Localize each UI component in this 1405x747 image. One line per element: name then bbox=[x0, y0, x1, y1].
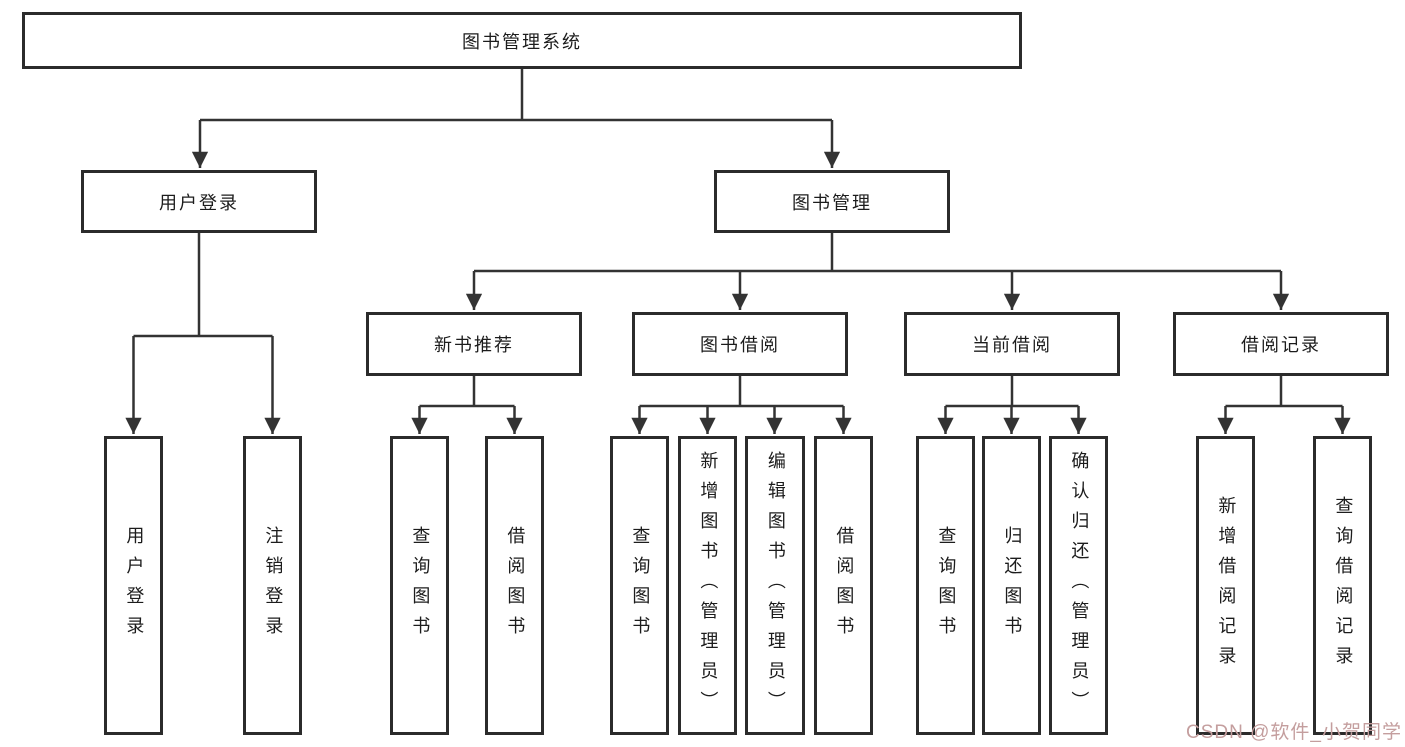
node-label: 新增图书（管理员） bbox=[698, 450, 719, 721]
leaf-borrow-book-recommend: 借阅图书 bbox=[485, 436, 544, 735]
watermark: CSDN @软件_小贺同学 bbox=[1186, 722, 1402, 743]
leaf-query-borrow-record: 查询借阅记录 bbox=[1313, 436, 1372, 735]
node-new-book-recommend: 新书推荐 bbox=[366, 312, 582, 376]
node-root: 图书管理系统 bbox=[22, 12, 1022, 69]
node-label: 借阅图书 bbox=[834, 525, 855, 646]
node-book-borrow: 图书借阅 bbox=[632, 312, 848, 376]
node-label: 注销登录 bbox=[263, 525, 284, 646]
node-label: 查询图书 bbox=[936, 525, 957, 646]
leaf-add-borrow-record: 新增借阅记录 bbox=[1196, 436, 1255, 735]
leaf-edit-book-admin: 编辑图书（管理员） bbox=[745, 436, 805, 735]
node-label: 查询图书 bbox=[630, 525, 651, 646]
node-current-borrow: 当前借阅 bbox=[904, 312, 1120, 376]
leaf-query-book-recommend: 查询图书 bbox=[390, 436, 449, 735]
node-label: 确认归还（管理员） bbox=[1069, 450, 1090, 721]
node-label: 用户登录 bbox=[124, 525, 145, 646]
node-label: 借阅图书 bbox=[505, 525, 526, 646]
leaf-return-book: 归还图书 bbox=[982, 436, 1041, 735]
leaf-user-login: 用户登录 bbox=[104, 436, 163, 735]
leaf-query-book-current: 查询图书 bbox=[916, 436, 975, 735]
node-book-management: 图书管理 bbox=[714, 170, 950, 233]
leaf-add-book-admin: 新增图书（管理员） bbox=[678, 436, 737, 735]
node-label: 归还图书 bbox=[1002, 525, 1023, 646]
node-borrow-records: 借阅记录 bbox=[1173, 312, 1389, 376]
node-label: 新增借阅记录 bbox=[1216, 495, 1237, 676]
leaf-logout-login: 注销登录 bbox=[243, 436, 302, 735]
node-label: 查询图书 bbox=[410, 525, 431, 646]
leaf-borrow-book-2: 借阅图书 bbox=[814, 436, 873, 735]
node-label: 查询借阅记录 bbox=[1333, 495, 1354, 676]
node-label: 编辑图书（管理员） bbox=[765, 450, 786, 721]
leaf-query-book-borrow: 查询图书 bbox=[610, 436, 669, 735]
leaf-confirm-return-admin: 确认归还（管理员） bbox=[1049, 436, 1108, 735]
node-user-login-branch: 用户登录 bbox=[81, 170, 317, 233]
